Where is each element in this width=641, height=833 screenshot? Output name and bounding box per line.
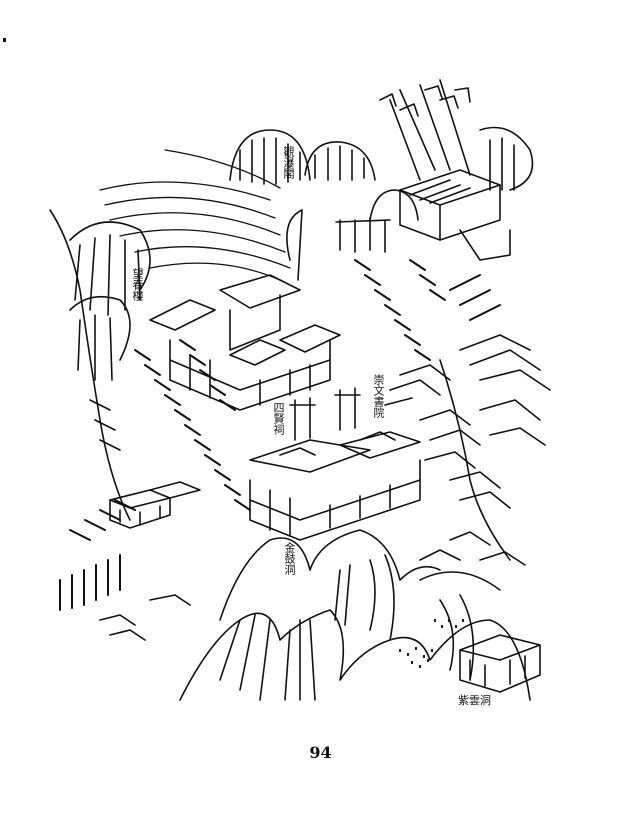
label-cave-purple: 紫雲洞 — [458, 694, 491, 707]
sky-hatching — [99, 149, 291, 281]
top-willow-grove — [229, 129, 419, 281]
mountains — [179, 529, 531, 701]
label-tower-left: 望春樓 — [131, 268, 144, 301]
roads — [59, 259, 501, 611]
label-pavilion-top: 觀瀑閣 — [282, 146, 295, 179]
scan-speck — [3, 38, 6, 42]
bamboo-trees — [379, 79, 534, 191]
village-houses — [109, 481, 201, 529]
upper-compound — [149, 274, 341, 411]
lower-compound — [249, 431, 421, 541]
purple-cloud-hut — [459, 634, 541, 693]
pavilion-gate — [335, 217, 391, 253]
pine-tree — [384, 334, 551, 561]
label-cave-gold: 金鼓洞 — [283, 542, 296, 575]
left-willow-tree — [49, 209, 151, 521]
pavilion-building — [399, 169, 511, 261]
page-number: 94 — [309, 743, 332, 762]
label-academy: 崇文書院 — [372, 374, 385, 418]
woodcut-illustration — [40, 60, 600, 720]
shrine-poles — [289, 387, 361, 441]
lower-pines — [99, 531, 526, 641]
label-shrine: 四賢祠 — [272, 402, 285, 435]
stipple — [398, 618, 465, 669]
